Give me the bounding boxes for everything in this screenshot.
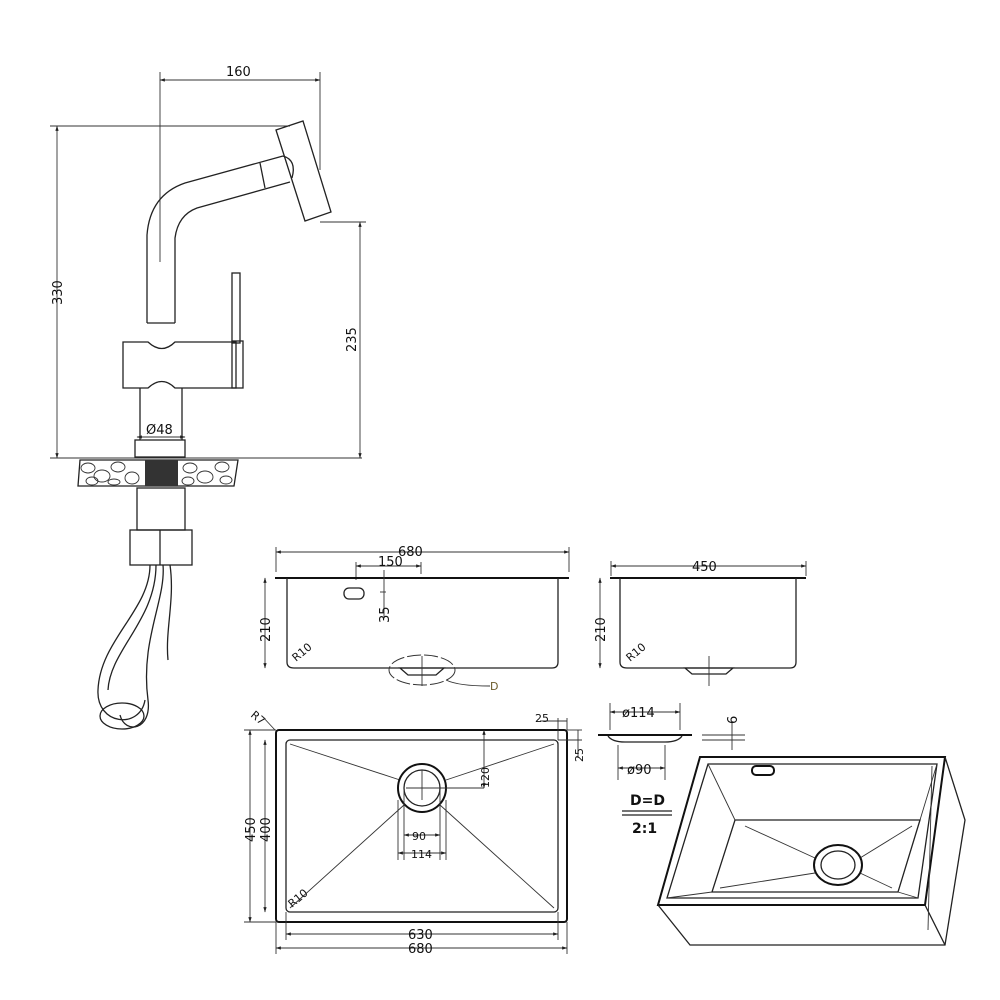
countertop (77, 459, 239, 487)
perspective-drain (813, 844, 863, 886)
perspective-overflow-slot (751, 765, 775, 776)
rim-radius: R7 (248, 708, 268, 727)
front-depth-dim: 210 (259, 617, 274, 642)
detail-scale: 2:1 (632, 821, 657, 837)
detail-callout (388, 654, 456, 686)
side-width-dim: 450 (692, 560, 717, 575)
spout-head (275, 120, 332, 222)
drain-detail: ø114 6 ø90 D=D 2:1 (598, 703, 745, 837)
rim-top-dim: 25 (535, 712, 549, 725)
drain-offset-dim: 120 (479, 767, 492, 788)
sink-top-view: 120 90 114 25 25 R7 450 400 R10 630 680 (244, 708, 586, 957)
corner-radius: R10 (286, 886, 311, 910)
drain-inner-dim: 90 (412, 830, 426, 843)
outer-width-dim: 680 (408, 942, 433, 957)
overflow-drop-dim: 35 (378, 606, 393, 623)
inner-width-dim: 630 (408, 928, 433, 943)
front-width-dim: 680 (398, 545, 423, 560)
front-radius: R10 (290, 640, 315, 664)
outer-height-dim: 450 (244, 817, 259, 842)
side-depth-dim: 210 (594, 617, 609, 642)
faucet-height-dim: 330 (51, 280, 66, 305)
mounting-thread (145, 460, 178, 486)
sink-front-view: 680 150 35 210 R10 D (259, 545, 570, 693)
spout-height-dim: 235 (345, 327, 360, 352)
detail-marker: D (490, 680, 498, 693)
sink-perspective-view (656, 756, 966, 946)
detail-title: D=D (630, 793, 665, 809)
detail-outer-diameter: ø114 (622, 706, 655, 721)
hose (97, 564, 151, 721)
rim-right-dim: 25 (573, 748, 586, 762)
base-diameter-dim: Ø48 (146, 423, 173, 438)
faucet-width-dim: 160 (226, 65, 251, 80)
detail-thickness: 6 (726, 716, 741, 724)
hand-shower (99, 702, 145, 730)
faucet-lever (231, 272, 241, 344)
sink-side-view: 450 210 R10 (594, 560, 807, 686)
overflow-slot (343, 587, 365, 600)
drain-outer-dim: 114 (411, 848, 432, 861)
detail-inner-diameter: ø90 (627, 763, 652, 778)
overflow-offset-dim: 150 (378, 555, 403, 570)
inner-height-dim: 400 (259, 817, 274, 842)
side-radius: R10 (624, 640, 649, 664)
faucet-body (122, 341, 237, 389)
faucet-drawing: 160 330 235 Ø48 (50, 65, 366, 730)
